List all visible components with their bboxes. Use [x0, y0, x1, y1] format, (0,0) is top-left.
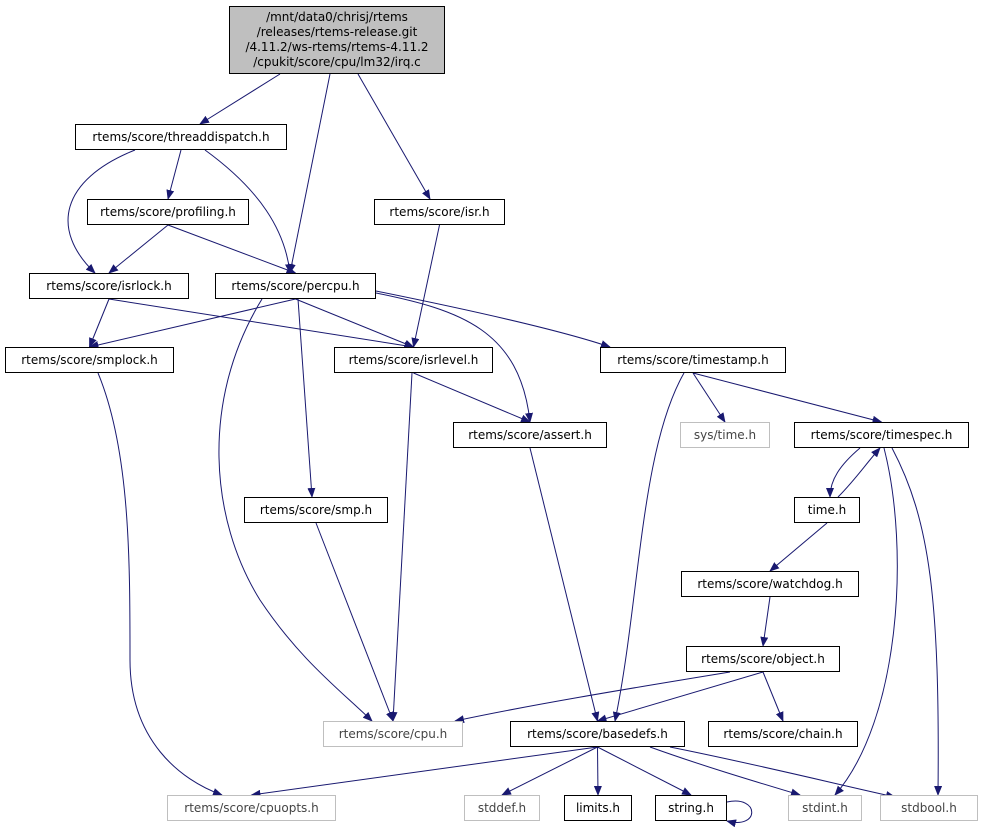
edge-basedefs-to-limits — [593, 746, 602, 796]
node-stddef: stddef.h — [464, 795, 540, 821]
node-isrlevel[interactable]: rtems/score/isrlevel.h — [334, 347, 493, 373]
edge-percpu-to-smplock — [88, 298, 296, 349]
node-stdint: stdint.h — [788, 795, 862, 821]
node-cpu: rtems/score/cpu.h — [323, 721, 463, 747]
edge-isrlevel-to-assert — [413, 372, 531, 423]
edge-object-to-chain — [762, 671, 784, 722]
node-label: limits.h — [575, 800, 621, 815]
edge-timespec-to-stdint — [834, 447, 898, 796]
edge-assert-to-basedefs — [529, 447, 600, 722]
node-label: sys/time.h — [693, 427, 757, 442]
edge-percpu-to-smp — [297, 298, 316, 498]
node-label-line: /releases/rtems-release.git — [256, 25, 418, 39]
node-threaddispatch[interactable]: rtems/score/threaddispatch.h — [75, 124, 287, 150]
node-chain[interactable]: rtems/score/chain.h — [708, 721, 858, 747]
edge-timestamp-to-timespec — [692, 372, 883, 424]
edge-root-to-threaddispatch — [199, 73, 281, 125]
edge-time-to-timespec — [837, 447, 881, 498]
node-label: rtems/score/threaddispatch.h — [92, 129, 270, 144]
node-label: rtems/score/isrlock.h — [46, 278, 172, 293]
node-label: rtems/score/assert.h — [468, 427, 592, 442]
node-percpu[interactable]: rtems/score/percpu.h — [215, 273, 376, 299]
node-timestamp[interactable]: rtems/score/timestamp.h — [600, 347, 786, 373]
edge-basedefs-to-stdint — [649, 746, 801, 797]
node-label: rtems/score/percpu.h — [231, 278, 360, 293]
edge-timespec-to-time — [826, 447, 861, 498]
node-label: rtems/score/smp.h — [259, 502, 373, 517]
edge-root-to-isr — [357, 73, 431, 200]
edge-threaddispatch-to-isrlock — [67, 149, 136, 274]
node-label: rtems/score/chain.h — [723, 726, 843, 741]
node-isrlock[interactable]: rtems/score/isrlock.h — [29, 273, 189, 299]
edge-isrlock-to-isrlevel — [108, 298, 415, 350]
edge-basedefs-to-stdbool — [669, 746, 896, 799]
edge-smplock-to-cpuopts — [97, 372, 223, 796]
node-label: string.h — [668, 800, 714, 815]
node-label: rtems/score/isr.h — [389, 204, 490, 219]
edge-percpu-to-timestamp — [375, 290, 611, 348]
node-label: rtems/score/isrlevel.h — [348, 352, 479, 367]
node-label: stdbool.h — [901, 800, 957, 815]
edge-basedefs-to-cpuopts — [250, 746, 598, 798]
edge-object-to-basedefs — [596, 671, 764, 723]
node-label: rtems/score/cpuopts.h — [184, 800, 319, 815]
node-smplock[interactable]: rtems/score/smplock.h — [5, 347, 174, 373]
node-object[interactable]: rtems/score/object.h — [686, 646, 840, 672]
node-string[interactable]: string.h — [655, 795, 727, 821]
node-label-line: /mnt/data0/chrisj/rtems — [266, 10, 408, 24]
node-label-line: /4.11.2/ws-rtems/rtems-4.11.2 — [245, 40, 429, 54]
edge-isrlock-to-smplock — [89, 298, 110, 348]
edge-smp-to-cpu — [315, 522, 394, 722]
node-systime: sys/time.h — [680, 422, 770, 448]
edge-root-to-percpu — [287, 73, 331, 274]
node-isr[interactable]: rtems/score/isr.h — [374, 199, 505, 225]
node-label: stddef.h — [477, 800, 527, 815]
node-label: rtems/score/profiling.h — [100, 204, 236, 219]
node-profiling[interactable]: rtems/score/profiling.h — [87, 199, 249, 225]
node-timespec[interactable]: rtems/score/timespec.h — [794, 422, 969, 448]
edge-percpu-to-assert — [375, 292, 533, 423]
node-cpuopts: rtems/score/cpuopts.h — [167, 795, 336, 821]
edge-timestamp-to-systime — [692, 372, 726, 423]
node-label: rtems/score/smplock.h — [21, 352, 158, 367]
node-label: rtems/score/object.h — [701, 651, 825, 666]
edge-time-to-watchdog — [769, 522, 828, 572]
node-label: time.h — [807, 502, 847, 517]
node-basedefs[interactable]: rtems/score/basedefs.h — [510, 721, 685, 747]
node-watchdog[interactable]: rtems/score/watchdog.h — [681, 571, 859, 597]
edge-threaddispatch-to-profiling — [166, 149, 182, 200]
edge-object-to-cpu — [454, 671, 731, 724]
node-smp[interactable]: rtems/score/smp.h — [244, 497, 388, 523]
edge-timestamp-to-basedefs — [612, 372, 685, 722]
node-label: rtems/score/timespec.h — [810, 427, 953, 442]
node-label-line: /cpukit/score/cpu/lm32/irq.c — [253, 55, 421, 69]
node-label: rtems/score/watchdog.h — [697, 576, 843, 591]
edge-isr-to-isrlevel — [411, 224, 440, 348]
node-root[interactable]: /mnt/data0/chrisj/rtems/releases/rtems-r… — [229, 6, 445, 74]
edge-threaddispatch-to-percpu — [204, 149, 293, 274]
node-label: rtems/score/basedefs.h — [527, 726, 668, 741]
edge-isrlevel-to-cpu — [389, 372, 413, 722]
edge-profiling-to-isrlock — [108, 224, 169, 274]
edge-watchdog-to-object — [760, 596, 771, 647]
edge-basedefs-to-stddef — [501, 746, 598, 796]
edge-percpu-to-cpu — [218, 298, 373, 722]
edge-basedefs-to-string — [597, 746, 692, 796]
node-stdbool: stdbool.h — [880, 795, 978, 821]
node-assert[interactable]: rtems/score/assert.h — [453, 422, 607, 448]
node-label: stdint.h — [802, 800, 848, 815]
node-label: rtems/score/timestamp.h — [617, 352, 769, 367]
edge-timespec-to-stdbool — [891, 447, 943, 796]
node-label: rtems/score/cpu.h — [338, 726, 448, 741]
edge-string-to-string — [726, 800, 753, 828]
node-limits[interactable]: limits.h — [564, 795, 632, 821]
edge-profiling-to-percpu — [167, 224, 297, 274]
edge-percpu-to-isrlevel — [295, 298, 415, 348]
node-time[interactable]: time.h — [794, 497, 860, 523]
